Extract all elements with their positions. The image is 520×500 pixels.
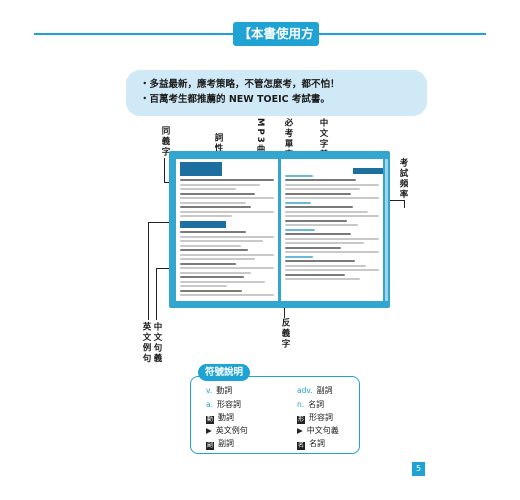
book-right-page	[281, 159, 383, 301]
legend-item-english-example: ▶英文例句	[206, 426, 248, 435]
arrow-right-icon: ▶	[206, 426, 212, 435]
legend-symbol: a.	[206, 400, 213, 409]
callout-example-cn: 中文句義	[152, 322, 162, 364]
legend-item-noun-abbr: n.名詞	[297, 400, 325, 409]
legend-symbol: v.	[206, 386, 213, 395]
legend-item-adverb-box: 副副詞	[206, 439, 234, 450]
callout-synonym: 同義字	[160, 126, 170, 158]
page-number: 5	[412, 462, 425, 476]
noun-box-icon: 名	[297, 442, 305, 450]
legend-item-adverb-abbr: adv.副詞	[297, 386, 333, 395]
callout-chinese-meaning: 中文字義	[318, 118, 328, 160]
intro-box: 多益最新，應考策略，不管怎麼考，都不怕！ 百萬考生都推薦的 NEW TOEIC …	[126, 70, 427, 116]
leader-frequency-v	[404, 200, 405, 208]
callout-antonym: 反義字	[280, 318, 290, 350]
legend-symbol: n.	[297, 400, 305, 409]
callout-must-know-word: 必考單字	[283, 118, 293, 160]
intro-line-2: 百萬考生都推薦的 NEW TOEIC 考試書。	[140, 92, 413, 107]
page-title: 【本書使用方法】	[233, 22, 319, 65]
legend-item-verb-box: 動動詞	[206, 413, 234, 424]
book-spread-illustration	[169, 151, 390, 308]
callout-test-frequency: 考試頻率	[398, 158, 408, 200]
verb-box-icon: 動	[206, 416, 214, 424]
legend-box	[190, 376, 360, 454]
leader-example-a	[148, 222, 184, 223]
unit-header-block	[180, 162, 222, 176]
page-edge-strip	[385, 159, 388, 301]
legend-item-verb-abbr: v.動詞	[206, 386, 233, 395]
adjective-box-icon: 形	[297, 416, 305, 424]
callout-example-en: 英文例句	[141, 322, 151, 364]
legend-item-adjective-box: 形形容詞	[297, 413, 333, 424]
leader-synonym	[164, 158, 165, 182]
vocabulary-tag	[353, 168, 383, 174]
intro-line-1: 多益最新，應考策略，不管怎麼考，都不怕！	[140, 77, 413, 92]
legend-item-chinese-meaning: ▶中文句義	[297, 426, 339, 435]
legend-item-adjective-abbr: a.形容詞	[206, 400, 241, 409]
leader-example-a-v	[148, 222, 149, 320]
leader-antonym	[284, 300, 285, 318]
section-tab	[180, 221, 226, 228]
adverb-box-icon: 副	[206, 442, 214, 450]
arrow-right-icon: ▶	[297, 426, 303, 435]
legend-title: 符號說明	[198, 364, 250, 381]
callout-part-of-speech: 詞性	[213, 133, 223, 154]
book-left-page	[176, 159, 278, 301]
legend-item-noun-box: 名名詞	[297, 439, 325, 450]
leader-example-b-v	[156, 268, 157, 320]
callout-mp3-track: MP3曲目	[255, 118, 265, 166]
legend-symbol: adv.	[297, 386, 313, 395]
